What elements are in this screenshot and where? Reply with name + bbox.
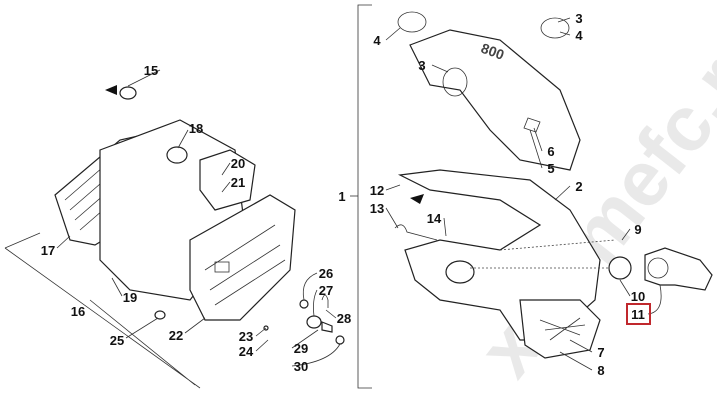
callout-24: 24 [239, 344, 254, 359]
callout-15: 15 [144, 63, 158, 78]
part-marking: 800 [479, 40, 507, 63]
callout-25: 25 [110, 333, 124, 348]
callout-13: 13 [370, 201, 384, 216]
callout-9: 9 [634, 222, 641, 237]
callout-26: 26 [319, 266, 333, 281]
callout-8: 8 [597, 363, 604, 378]
callout-1: 1 [338, 189, 345, 204]
callout-4: 4 [373, 33, 381, 48]
callout-22: 22 [169, 328, 183, 343]
callout-23: 23 [239, 329, 253, 344]
group-bracket-16 [4, 232, 201, 389]
callout-21: 21 [231, 175, 245, 190]
airbox-assembly [54, 85, 345, 345]
callout-10: 10 [631, 289, 645, 304]
arrow-marker [105, 85, 117, 95]
callout-20: 20 [231, 156, 245, 171]
callout-19: 19 [123, 290, 137, 305]
callout-3: 3 [418, 58, 425, 73]
leader-lines [56, 17, 662, 371]
callout-16: 16 [71, 304, 85, 319]
callout-11: 11 [631, 307, 645, 322]
callout-30: 30 [294, 359, 308, 374]
callout-5: 5 [547, 161, 554, 176]
callouts: 15 18 20 21 17 19 16 25 22 23 24 26 27 2… [41, 11, 651, 378]
callout-27: 27 [319, 283, 333, 298]
callout-29: 29 [294, 341, 308, 356]
callout-2: 2 [575, 179, 582, 194]
arrow-marker [410, 194, 424, 204]
callout-12: 12 [370, 183, 384, 198]
callout-4: 4 [575, 28, 583, 43]
callout-18: 18 [189, 121, 203, 136]
group-bracket-1 [357, 4, 372, 389]
highlight-box [626, 303, 651, 325]
callout-6: 6 [547, 144, 554, 159]
callout-17: 17 [41, 243, 55, 258]
callout-28: 28 [337, 311, 351, 326]
callout-7: 7 [597, 345, 604, 360]
exhaust-assembly: 800 [394, 11, 713, 359]
callout-14: 14 [427, 211, 442, 226]
callout-3: 3 [575, 11, 582, 26]
